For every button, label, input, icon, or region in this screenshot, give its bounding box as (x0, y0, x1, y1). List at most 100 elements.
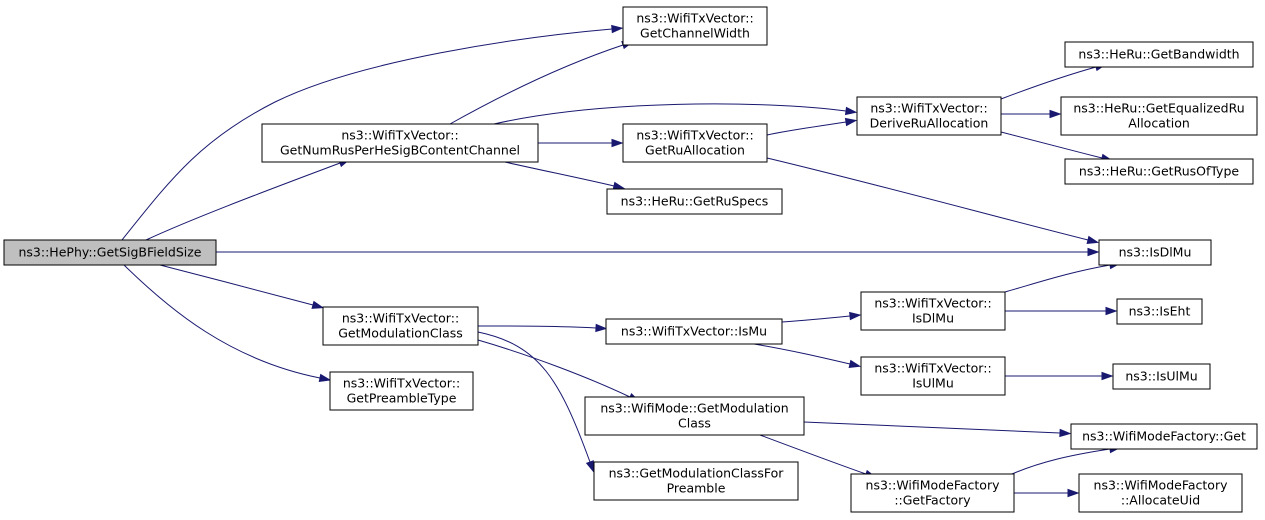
node-box (856, 96, 1002, 136)
node-box (1112, 363, 1211, 390)
edge-wtv_getruallocation-to-wtv_derivеruallocation (766, 117, 858, 136)
node-label-line: IsUlMu (912, 376, 954, 391)
edge-wtv_getruallocation-to-isdlmu (766, 157, 1100, 244)
node-wtv-getpreambletype[interactable]: ns3::WifiTxVector::GetPreambleType (329, 371, 474, 411)
node-label-line: GetModulationClass (338, 326, 463, 341)
node-label-line: ns3::HeRu::GetRusOfType (1079, 164, 1239, 179)
node-box (860, 291, 1006, 331)
node-label-line: GetPreambleType (347, 391, 457, 406)
node-box (622, 6, 768, 46)
edge-wtv_isulmu-to-isulmu (1005, 371, 1114, 381)
edge-hephy_getsigbfieldsize-to-wtv_getnumrusperhesigbcontentchannel (145, 158, 351, 241)
edge-hephy_getsigbfieldsize-to-wtv_getpreambletype (123, 264, 332, 383)
node-label-line: ns3::WifiModeFactory (1094, 478, 1229, 493)
edges-layer (121, 24, 1122, 498)
edge-wtv_getmodulationclass-to-getmodulationclassforpreamble (477, 331, 594, 473)
node-wmf-getfactory[interactable]: ns3::WifiModeFactory::GetFactory (850, 473, 1015, 513)
node-box (261, 123, 539, 163)
edge-wtv_getmodulationclass-to-wm_getmodulationclass (477, 339, 641, 402)
node-box (3, 239, 217, 266)
node-iseht[interactable]: ns3::IsEht (1116, 298, 1203, 325)
node-label-line: ::GetFactory (894, 493, 971, 508)
node-label-line: ns3::WifiTxVector:: (636, 11, 753, 26)
node-box (1098, 239, 1212, 266)
node-box (1078, 473, 1243, 513)
node-label-line: ns3::WifiMode::GetModulation (600, 401, 788, 416)
edge-wtv_getnumrusperhesigbcontentchannel-to-wtv_derivеruallocation (493, 103, 858, 125)
node-label-line: ns3::WifiTxVector:: (636, 128, 753, 143)
node-isulmu[interactable]: ns3::IsUlMu (1112, 363, 1211, 390)
node-label-line: ns3::HeRu::GetBandwidth (1078, 47, 1239, 62)
node-box (1064, 41, 1254, 68)
node-label-line: ns3::HePhy::GetSigBFieldSize (19, 245, 202, 260)
edge-hephy_getsigbfieldsize-to-isdlmu (216, 247, 1100, 257)
node-label-line: GetNumRusPerHeSigBContentChannel (280, 143, 520, 158)
node-box (606, 188, 783, 215)
node-heru-getbandwidth[interactable]: ns3::HeRu::GetBandwidth (1064, 41, 1254, 68)
edge-wtv_getnumrusperhesigbcontentchannel-to-wtv_getchannelwidth (449, 41, 634, 125)
edge-hephy_getsigbfieldsize-to-wtv_getchannelwidth (121, 24, 624, 241)
edge-wm_getmodulationclass-to-wmf_get (803, 421, 1072, 438)
node-wtv-getchannelwidth[interactable]: ns3::WifiTxVector::GetChannelWidth (622, 6, 768, 46)
node-wtv-ismu[interactable]: ns3::WifiTxVector::IsMu (605, 318, 783, 345)
node-label-line: ns3::IsDlMu (1119, 245, 1192, 260)
node-wtv-isdlmu[interactable]: ns3::WifiTxVector::IsDlMu (860, 291, 1006, 331)
node-wm-getmodulationclass[interactable]: ns3::WifiMode::GetModulationClass (584, 396, 805, 436)
node-label-line: ns3::WifiTxVector:: (342, 311, 459, 326)
node-wmf-allocateuid[interactable]: ns3::WifiModeFactory::AllocateUid (1078, 473, 1243, 513)
nodes-layer: ns3::HePhy::GetSigBFieldSizens3::WifiTxV… (3, 6, 1258, 513)
node-box (593, 461, 799, 501)
node-wtv-getruallocation[interactable]: ns3::WifiTxVector::GetRuAllocation (622, 123, 768, 163)
node-wtv-isulmu[interactable]: ns3::WifiTxVector::IsUlMu (860, 356, 1006, 396)
node-label-line: Preamble (667, 481, 726, 496)
node-box (605, 318, 783, 345)
node-label-line: ns3::HeRu::GetEqualizedRu (1073, 101, 1244, 116)
node-label-line: ns3::IsUlMu (1125, 369, 1197, 384)
edge-wtv_ismu-to-wtv_isulmu (753, 343, 862, 368)
node-wtv-getnumrusperhesigbcontentchannel[interactable]: ns3::WifiTxVector::GetNumRusPerHeSigBCon… (261, 123, 539, 163)
node-label-line: ::AllocateUid (1121, 493, 1200, 508)
node-heru-getrusoftype[interactable]: ns3::HeRu::GetRusOfType (1064, 158, 1254, 185)
node-box (1116, 298, 1203, 325)
edge-wtv_getmodulationclass-to-wtv_ismu (477, 323, 608, 333)
node-box (622, 123, 768, 163)
node-wtv-getmodulationclass[interactable]: ns3::WifiTxVector::GetModulationClass (322, 306, 479, 346)
node-isdlmu[interactable]: ns3::IsDlMu (1098, 239, 1212, 266)
node-label-line: ns3::WifiTxVector:: (874, 361, 991, 376)
node-box (329, 371, 474, 411)
node-label-line: ns3::WifiModeFactory::Get (1082, 429, 1246, 444)
node-label-line: ns3::WifiTxVector::IsMu (621, 324, 767, 339)
edge-wtv_getnumrusperhesigbcontentchannel-to-heru_getruspecs (504, 161, 626, 190)
node-box (1064, 158, 1254, 185)
node-wmf-get[interactable]: ns3::WifiModeFactory::Get (1070, 423, 1258, 450)
node-heru-getruspecs[interactable]: ns3::HeRu::GetRuSpecs (606, 188, 783, 215)
node-label-line: ns3::WifiTxVector:: (870, 101, 987, 116)
edge-wtv_derivеruallocation-to-heru_getequalizedruallocation (1001, 109, 1062, 119)
edge-wtv_isdlmu-to-iseht (1005, 306, 1118, 316)
edge-wtv_derivеruallocation-to-heru_getbandwidth (1000, 63, 1108, 100)
node-label-line: ns3::WifiTxVector:: (343, 376, 460, 391)
node-label-line: Class (678, 416, 711, 431)
node-box (322, 306, 479, 346)
node-box (1070, 423, 1258, 450)
node-label-line: IsDlMu (912, 311, 954, 326)
node-label-line: ns3::IsEht (1129, 304, 1191, 319)
node-wtv-derivеruallocation[interactable]: ns3::WifiTxVector::DeriveRuAllocation (856, 96, 1002, 136)
node-label-line: ns3::HeRu::GetRuSpecs (621, 194, 769, 209)
node-label-line: Allocation (1128, 116, 1190, 131)
edge-wtv_getnumrusperhesigbcontentchannel-to-wtv_getruallocation (537, 138, 624, 148)
node-box (584, 396, 805, 436)
node-label-line: GetChannelWidth (640, 26, 750, 41)
edge-wtv_ismu-to-wtv_isdlmu (781, 311, 862, 323)
node-hephy-getsigbfieldsize: ns3::HePhy::GetSigBFieldSize (3, 239, 217, 266)
node-box (850, 473, 1015, 513)
node-box (860, 356, 1006, 396)
node-label-line: DeriveRuAllocation (870, 116, 989, 131)
node-label-line: ns3::WifiTxVector:: (341, 128, 458, 143)
edge-wmf_getfactory-to-wmf_get (1011, 444, 1122, 475)
edge-wtv_derivеruallocation-to-heru_getrusoftype (1000, 131, 1114, 162)
node-label-line: GetRuAllocation (645, 143, 745, 158)
